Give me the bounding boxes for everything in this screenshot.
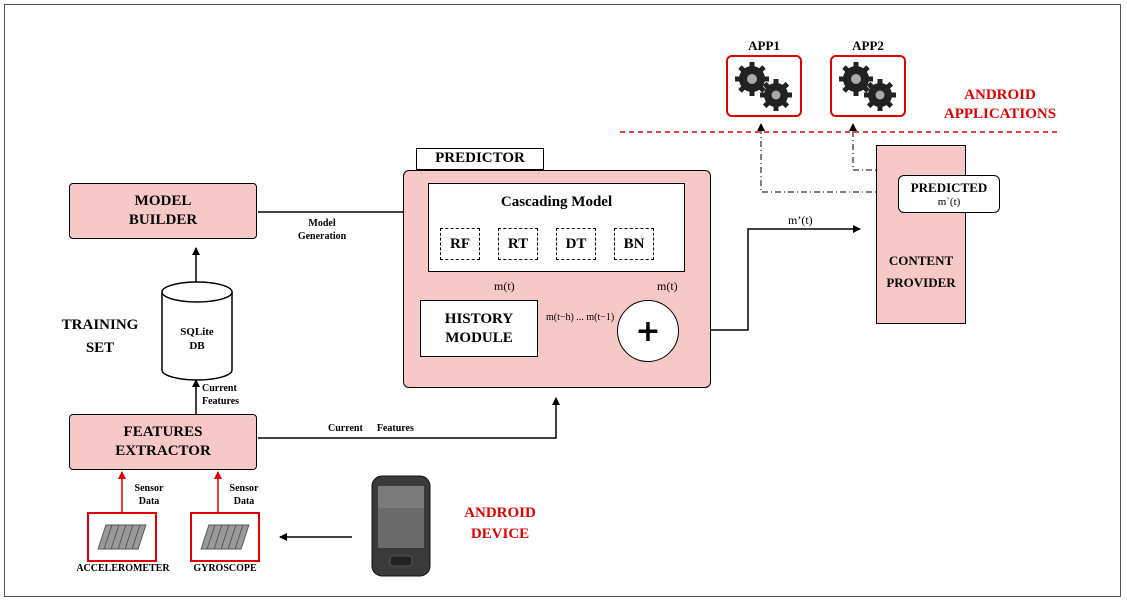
chip-icon bbox=[97, 524, 147, 550]
diagram-frame bbox=[4, 4, 1121, 597]
m-prime-arrow bbox=[680, 225, 861, 331]
model-generation-label: Model Generation bbox=[297, 218, 347, 242]
content-provider-label: CONTENT PROVIDER bbox=[886, 253, 956, 291]
predicted-title: PREDICTED bbox=[910, 179, 988, 195]
model-builder-box: MODEL BUILDER bbox=[69, 183, 257, 239]
app1-box bbox=[726, 55, 802, 117]
m-prime-label: m’(t) bbox=[788, 213, 813, 227]
android-device-label: ANDROID DEVICE bbox=[464, 505, 536, 542]
android-applications-label: ANDROID APPLICATIONS bbox=[943, 87, 1057, 122]
content-provider-box bbox=[876, 145, 966, 324]
gyroscope-label: GYROSCOPE bbox=[193, 563, 257, 574]
app2-label: APP2 bbox=[852, 38, 884, 53]
gears-icon bbox=[839, 62, 896, 111]
app2-box bbox=[830, 55, 906, 117]
cascading-model-title: Cascading Model bbox=[500, 194, 613, 210]
model-rf: RF bbox=[440, 228, 480, 260]
sqlite-db-cylinder bbox=[161, 281, 233, 381]
predicted-box: PREDICTED m`(t) bbox=[898, 175, 1000, 213]
mt-left-label: m(t) bbox=[494, 279, 515, 293]
mt-right-label: m(t) bbox=[657, 279, 678, 293]
training-set-label: TRAINING SET bbox=[61, 317, 139, 356]
sensor-data-label-accelerometer: Sensor Data bbox=[134, 483, 164, 507]
model-rt: RT bbox=[498, 228, 538, 260]
combiner-circle: + bbox=[617, 300, 679, 362]
features-extractor-box: FEATURES EXTRACTOR bbox=[69, 414, 257, 470]
smartphone-icon bbox=[371, 475, 431, 577]
history-sequence-label: m(t−h) ... m(t−1) bbox=[546, 312, 615, 323]
sensor-data-label-gyroscope: Sensor Data bbox=[229, 483, 259, 507]
predictor-tab bbox=[416, 148, 544, 170]
model-dt: DT bbox=[556, 228, 596, 260]
app1-label: APP1 bbox=[748, 38, 780, 53]
current-features-vertical-label: Current Features bbox=[202, 383, 240, 407]
gyroscope-box bbox=[190, 512, 260, 562]
predictor-title: PREDICTOR bbox=[435, 150, 525, 166]
gears-icon bbox=[735, 62, 792, 111]
predicted-to-app1 bbox=[757, 123, 898, 193]
accelerometer-label: ACCELEROMETER bbox=[76, 563, 170, 574]
chip-icon bbox=[200, 524, 250, 550]
current-features-arrow bbox=[258, 397, 560, 439]
accelerometer-box bbox=[87, 512, 157, 562]
sqlite-db-label: SQLite DB bbox=[180, 326, 214, 352]
model-bn: BN bbox=[614, 228, 654, 260]
history-module-box: HISTORY MODULE bbox=[420, 300, 538, 357]
predicted-value: m`(t) bbox=[937, 196, 961, 209]
